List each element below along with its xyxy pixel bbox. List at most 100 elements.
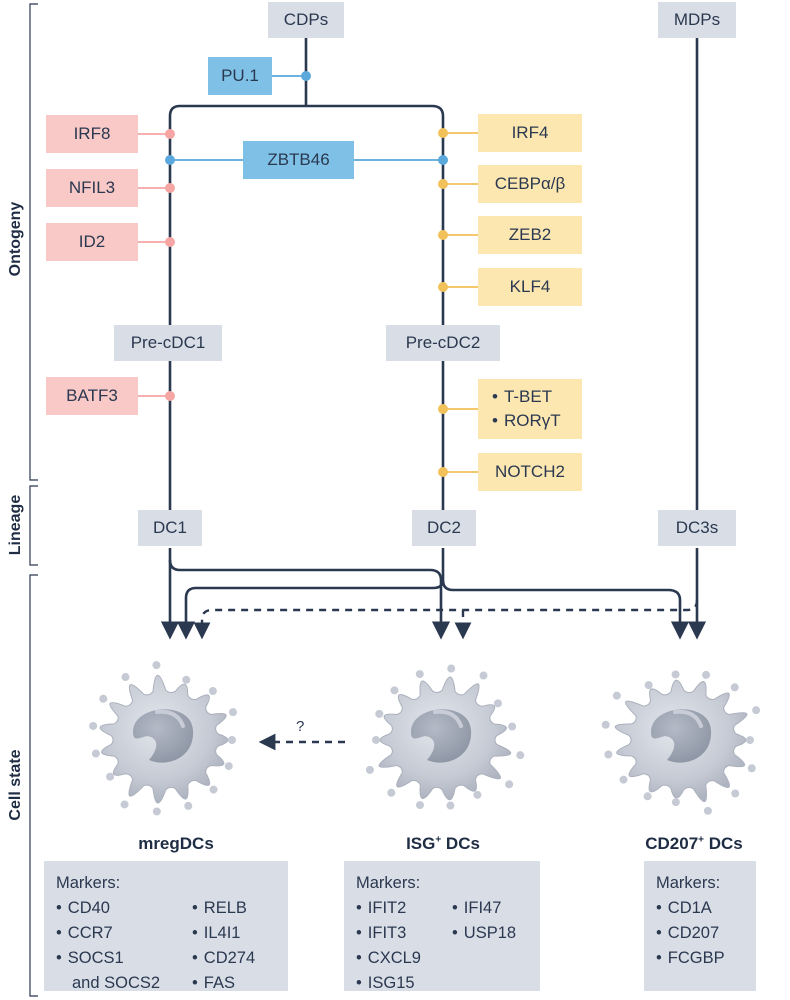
cell-dendrite-tip xyxy=(152,661,161,670)
cdc1-branch xyxy=(168,104,306,520)
blue-dots xyxy=(165,71,448,165)
marker-item: FCGBP xyxy=(656,946,725,971)
pre-cdc2-box: Pre-cDC2 xyxy=(386,325,500,361)
cd207-dcs-cell xyxy=(601,670,761,815)
cell-dendrite-tip xyxy=(152,807,161,816)
isg-dcs-title: ISG+ DCs xyxy=(378,834,508,854)
ontogeny-bracket xyxy=(29,3,38,481)
cdc2-branch xyxy=(306,104,445,520)
isg-title-suffix: DCs xyxy=(441,834,480,853)
mdps-box: MDPs xyxy=(658,2,736,38)
dc2-to-cd207 xyxy=(441,548,690,640)
cell-dendrite-tip xyxy=(182,675,191,684)
cell-dendrite-tip xyxy=(387,788,396,797)
section-brackets xyxy=(29,3,38,997)
dashed-lines xyxy=(193,599,699,751)
pre-cdc1-box: Pre-cDC1 xyxy=(114,325,222,361)
marker-item: SOCS1 xyxy=(56,946,160,971)
cell-nucleus-highlight xyxy=(673,709,703,728)
marker-item: IFIT3 xyxy=(356,921,421,946)
dc1-box: DC1 xyxy=(138,510,202,546)
cd207-dcs-title: CD207+ DCs xyxy=(624,834,764,854)
cell-dendrite-tip xyxy=(390,686,399,695)
cell-dendrite-tip xyxy=(224,762,233,771)
yellow-dots xyxy=(438,128,448,477)
cell-dendrite-tip xyxy=(752,706,761,715)
cell-dendrite-tip xyxy=(479,671,488,680)
cell-dendrite-tip xyxy=(228,708,237,717)
cell-dendrite-tip xyxy=(372,735,381,744)
marker-item: CCR7 xyxy=(56,921,160,946)
cell-dendrite-tip xyxy=(89,721,98,730)
pink-dots xyxy=(165,129,175,401)
cell-dendrite-tip xyxy=(447,664,456,673)
cell-dendrite-tip xyxy=(415,801,424,810)
cell-dendrite-tip xyxy=(184,801,193,810)
cell-dendrite-tip xyxy=(505,780,514,789)
cell-dendrite-tip xyxy=(415,670,424,679)
cell-dendrite-tip xyxy=(375,709,384,718)
roryt-label: RORγT xyxy=(492,409,561,433)
cell-dendrite-tip xyxy=(365,765,374,774)
dc2-to-mreg xyxy=(176,579,445,640)
cd207-title-sup: + xyxy=(698,834,705,846)
batf3-box: BATF3 xyxy=(46,377,138,415)
mregdcs-markers-label: Markers: xyxy=(56,874,121,892)
cell-dendrite-tip xyxy=(208,687,217,696)
dc2-box: DC2 xyxy=(412,510,476,546)
cell-dendrite-tip xyxy=(612,691,621,700)
pink-connectors xyxy=(138,133,170,397)
marker-item: CD207 xyxy=(656,921,725,946)
irf8-box: IRF8 xyxy=(46,115,138,153)
cells-group xyxy=(89,661,761,816)
isg-dcs-markers-panel: Markers: IFIT2 IFIT3 CXCL9 ISG15 IFI47 U… xyxy=(344,861,540,992)
cell-dendrite-tip xyxy=(604,750,613,759)
section-label-cell-state: Cell state xyxy=(7,749,24,821)
cd207-title-text: CD207 xyxy=(645,834,699,853)
section-label-lineage: Lineage xyxy=(7,494,24,556)
cd207-title-suffix: DCs xyxy=(704,834,743,853)
cell-dendrite-tip xyxy=(745,736,754,745)
dc3-dashed-to-mreg xyxy=(193,599,699,640)
cell-nucleus xyxy=(411,709,472,763)
pu1-box: PU.1 xyxy=(208,57,272,95)
marker-item: IFIT2 xyxy=(356,896,421,921)
cell-dendrite-tip xyxy=(601,720,610,729)
cd207-dcs-markers-panel: Markers: CD1A CD207 FCGBP xyxy=(644,861,756,991)
isg-title-sup: + xyxy=(435,834,442,846)
notch2-box: NOTCH2 xyxy=(478,453,582,491)
irf4-box: IRF4 xyxy=(478,114,582,152)
marker-item: FAS xyxy=(192,971,255,996)
cell-nucleus-highlight xyxy=(155,709,185,728)
cd207-markers-label: Markers: xyxy=(656,874,721,892)
cd207-markers-col1: CD1A CD207 FCGBP xyxy=(656,896,725,971)
cell-dendrite-tip xyxy=(209,785,218,794)
section-label-ontogeny: Ontogeny xyxy=(7,201,24,277)
mregdcs-markers-col2: RELB IL4I1 CD274 FAS xyxy=(192,896,255,996)
mregdcs-title-text: mregDCs xyxy=(138,834,214,853)
cell-dendrite-tip xyxy=(619,775,628,784)
marker-item-continuation: and SOCS2 xyxy=(72,974,161,992)
isg-markers-label: Markers: xyxy=(356,874,421,892)
cell-dendrite-tip xyxy=(508,722,517,731)
question-mark: ? xyxy=(296,718,305,735)
tbet-label: T-BET xyxy=(492,385,552,409)
lineage-bracket xyxy=(29,485,38,566)
tbet-roryt-box: T-BET RORγT xyxy=(478,379,582,439)
marker-item: CD274 xyxy=(192,946,255,971)
cell-dendrite-tip xyxy=(493,699,502,708)
cell-dendrite-tip xyxy=(643,792,652,801)
cdps-box: CDPs xyxy=(268,2,344,38)
mregdcs-markers-panel: Markers: CD40 CCR7 SOCS1 and SOCS2 RELB … xyxy=(44,861,288,992)
nfil3-box: NFIL3 xyxy=(46,169,138,207)
cell-dendrite-tip xyxy=(671,798,680,807)
cell-nucleus xyxy=(651,709,712,763)
zbtb46-dot-right xyxy=(438,155,448,165)
cell-dendrite-tip xyxy=(671,670,680,679)
marker-item: CD40 xyxy=(56,896,160,921)
cell-dendrite-tip xyxy=(703,806,712,815)
cell-dendrite-tip xyxy=(516,751,525,760)
isg-markers-col1: IFIT2 IFIT3 CXCL9 ISG15 xyxy=(356,896,421,996)
dc1-to-isg xyxy=(168,559,451,640)
